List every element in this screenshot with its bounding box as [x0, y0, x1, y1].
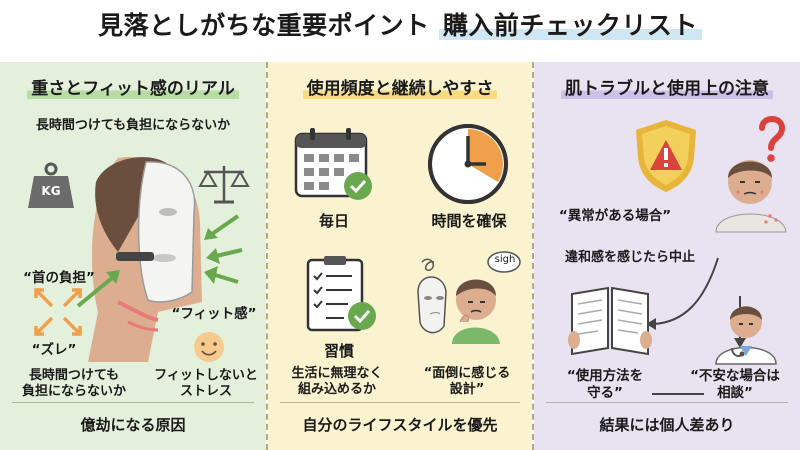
abnormal-label: “異常がある場合” [558, 208, 672, 224]
neck-burden-label: “首の負担” [23, 270, 95, 286]
slip-label: “ズレ” [31, 342, 77, 358]
habit-note: 生活に無理なく 組み込めるか [291, 366, 383, 398]
page-title: 見落としがちな重要ポイント 購入前チェックリスト [0, 6, 800, 42]
divider-1 [266, 62, 268, 450]
long-wear-note: 長時間つけても 負担にならないか [21, 368, 126, 400]
daily-label: 毎日 [318, 212, 349, 230]
follow-method-label: “使用方法を 守る” [566, 368, 644, 401]
kg-weight-icon [28, 162, 74, 208]
bother-note: “面倒に感じる 設計” [423, 366, 511, 398]
question-mark-icon [759, 116, 786, 162]
fit-panel-title: 重さとフィット感のリアル [0, 74, 266, 99]
face-mask-icon [88, 156, 202, 362]
fit-footer: 億劫になる原因 [80, 416, 186, 434]
smiley-face-icon [194, 332, 224, 362]
usage-panel-title: 使用頻度と継続しやすさ [268, 74, 532, 99]
fit-panel: 重さとフィット感のリアル 長時間つけても負担にならないか KG [0, 62, 266, 450]
usage-panel: 使用頻度と継続しやすさ 毎日 時間を確保 [268, 62, 532, 450]
slip-arrows [34, 288, 82, 336]
fit-feel-label: “フィット感” [171, 306, 257, 322]
warning-shield-icon [636, 120, 696, 192]
manual-book-icon [568, 286, 652, 356]
usage-footer-divider [280, 402, 520, 403]
skin-panel-title: 肌トラブルと使用上の注意 [534, 74, 800, 99]
fit-subtitle: 長時間つけても負担にならないか [35, 118, 231, 133]
usage-footer: 自分のライフスタイルを優先 [302, 416, 498, 434]
no-fit-note: フィットしないと ストレス [154, 368, 258, 400]
page-title-main: 見落としがちな重要ポイント [98, 11, 430, 40]
pressure-arrows [204, 214, 243, 284]
page-title-highlight: 購入前チェックリスト [438, 11, 702, 40]
doctor-icon [715, 306, 777, 365]
calendar-check-icon [294, 128, 372, 200]
divider-2 [532, 62, 534, 450]
time-secure-label: 時間を確保 [431, 212, 507, 230]
fit-footer-divider [12, 402, 254, 403]
itchy-person-icon [715, 160, 787, 233]
skin-panel: 肌トラブルと使用上の注意 “異常がある場合” 違和感を感じたら中止 [534, 62, 800, 450]
sigh-bubble: sigh [494, 254, 516, 265]
scale-icon [198, 166, 250, 204]
stop-note: 違和感を感じたら中止 [564, 250, 695, 265]
skin-footer: 結果には個人差あり [599, 416, 735, 434]
skin-footer-divider [546, 402, 788, 403]
checklist-icon [306, 256, 376, 332]
clock-icon [428, 124, 508, 204]
kg-label: KG [41, 184, 61, 198]
consult-label: “不安な場合は 相談” [690, 368, 780, 401]
habit-label: 習慣 [323, 342, 354, 360]
neck-arrow [76, 270, 120, 308]
tired-person-icon [417, 251, 521, 344]
